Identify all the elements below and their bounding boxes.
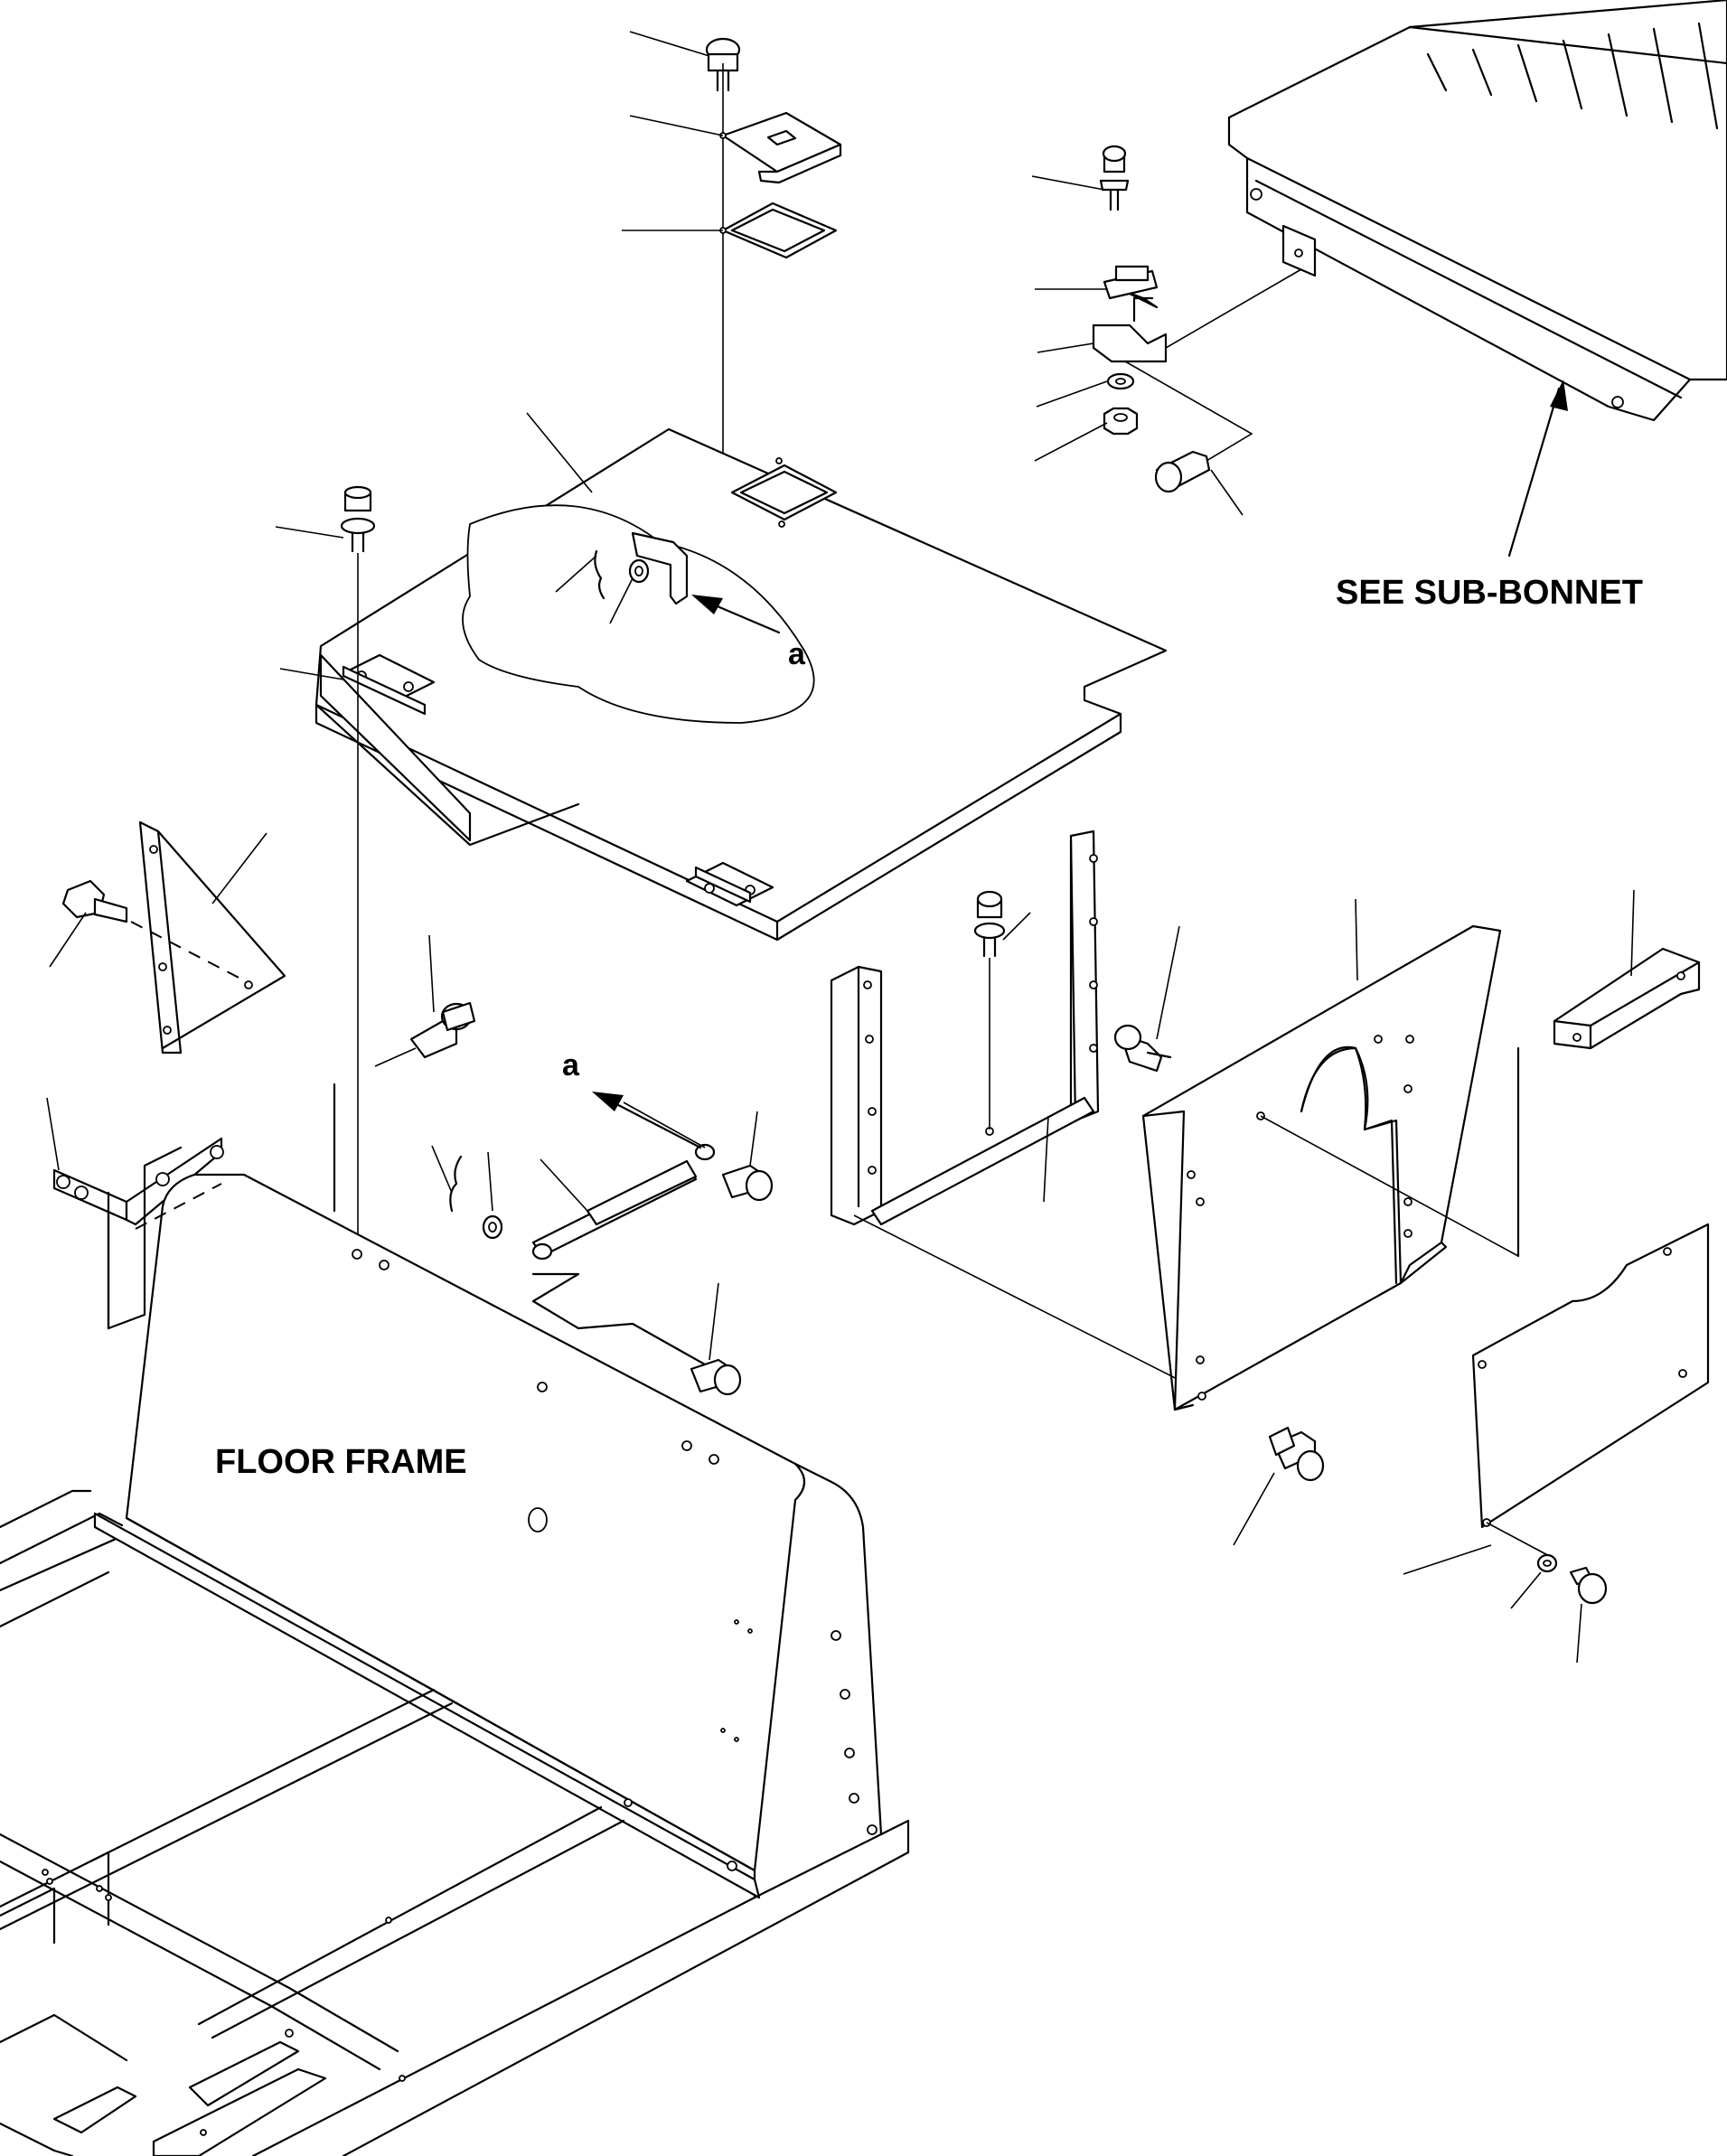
cover-plate-assembly [705, 37, 842, 492]
floor-frame-label: FLOOR FRAME [215, 1443, 467, 1481]
left-standoff-bolt [409, 1001, 476, 1059]
main-top-plate [314, 427, 1168, 942]
floor-frame-box [107, 1083, 883, 1899]
lower-right-bolt [1268, 1426, 1325, 1482]
pin-lower [690, 1358, 742, 1396]
detail-arrow-bottom [592, 1092, 702, 1149]
detail-arrow-top [691, 595, 781, 634]
see-sub-bonnet-label: SEE SUB-BONNET [1336, 574, 1643, 612]
floor-frame-structure [0, 1489, 910, 2156]
latch-assembly [1092, 145, 1302, 493]
hinge-right [685, 861, 774, 907]
right-side-panel [1141, 924, 1520, 1411]
left-bolt-stack [340, 485, 376, 1251]
callout-leaders [46, 31, 1635, 1664]
gas-spring [449, 1101, 716, 1261]
detail-a-label-top: a [788, 637, 806, 671]
knob-fastener [1536, 1553, 1608, 1605]
left-triangle-bracket [61, 820, 286, 1055]
hinge-left [342, 653, 436, 716]
panel-mount-bolt [1113, 1024, 1172, 1073]
pin-upper [721, 1164, 774, 1202]
right-small-bracket [1553, 947, 1701, 1050]
center-u-frame [830, 830, 1203, 1392]
right-cover-plate [1471, 1223, 1710, 1560]
detail-a-label-bottom: a [562, 1048, 580, 1083]
stay-bracket [594, 531, 689, 605]
sub-bonnet-arrow [1507, 380, 1568, 558]
sub-bonnet-panel [1227, 0, 1727, 422]
